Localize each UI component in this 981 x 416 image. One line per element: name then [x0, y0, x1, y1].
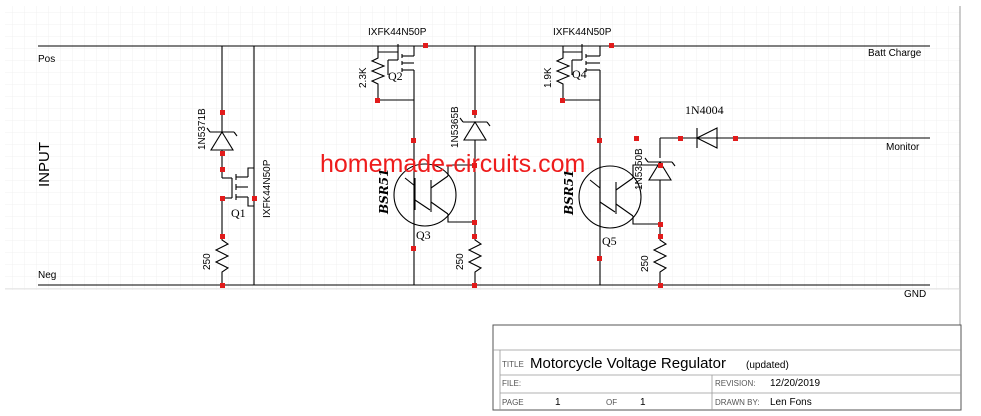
- r2-label: 2.3K: [358, 67, 369, 88]
- grid-background: [5, 6, 960, 290]
- q3-part-label: BSR51: [377, 169, 391, 215]
- watermark-text: homemade-circuits.com: [320, 150, 585, 178]
- q2-part-label: IXFK44N50P: [368, 27, 427, 38]
- neg-label: Neg: [38, 270, 56, 281]
- of-value: 1: [640, 397, 646, 408]
- r4-label: 1.9K: [543, 67, 554, 88]
- of-key: OF: [606, 398, 617, 407]
- page-key: PAGE: [502, 398, 524, 407]
- q1-label: Q1: [231, 206, 246, 220]
- resistor-r5-icon: [652, 236, 668, 285]
- r3-label: 250: [455, 253, 466, 270]
- page-value: 1: [555, 397, 561, 408]
- d3-label: 1N5350B: [634, 148, 645, 190]
- q5-part-label: BSR51: [562, 170, 576, 216]
- input-label: INPUT: [36, 142, 53, 187]
- drawn-by-key: DRAWN BY:: [715, 398, 760, 407]
- junction-dots: [220, 43, 738, 288]
- q1-part-label: IXFK44N50P: [262, 159, 273, 218]
- batt-charge-label: Batt Charge: [868, 48, 922, 59]
- title-key: TITLE: [502, 360, 524, 369]
- resistor-r1-icon: [214, 236, 230, 285]
- transistor-q3-icon: [393, 163, 475, 227]
- monitor-label: Monitor: [886, 142, 920, 153]
- resistor-r3-icon: [467, 236, 483, 285]
- q2-label: Q2: [388, 69, 403, 83]
- stage-3: IXFK44N50P Q4 1.9K: [543, 27, 736, 285]
- mosfet-q4-icon: [562, 44, 601, 100]
- revision-value: 12/20/2019: [770, 378, 820, 389]
- pos-label: Pos: [38, 54, 55, 65]
- drawn-by-value: Len Fons: [770, 397, 812, 408]
- d2-label: 1N5365B: [450, 106, 461, 148]
- q3-label: Q3: [416, 228, 431, 242]
- gnd-label: GND: [904, 289, 926, 300]
- transistor-q5-icon: [578, 164, 660, 229]
- grid-background-lower: [5, 290, 492, 410]
- r1-label: 250: [202, 253, 213, 270]
- d1-label: 1N5371B: [197, 108, 208, 150]
- d4-label: 1N4004: [685, 103, 724, 117]
- revision-key: REVISION:: [715, 379, 755, 388]
- q5-label: Q5: [602, 234, 617, 248]
- q4-label: Q4: [572, 67, 587, 81]
- title-block: TITLE Motorcycle Voltage Regulator (upda…: [492, 324, 962, 411]
- file-key: FILE:: [502, 379, 521, 388]
- mosfet-q2-icon: [377, 44, 415, 100]
- title-note: (updated): [746, 360, 789, 371]
- stage-2: IXFK44N50P Q2 2.3K: [358, 27, 491, 285]
- title-value: Motorcycle Voltage Regulator: [530, 355, 726, 372]
- r5-label: 250: [640, 255, 651, 272]
- q4-part-label: IXFK44N50P: [553, 27, 612, 38]
- resistor-r2-icon: [370, 52, 386, 100]
- resistor-r4-icon: [555, 52, 571, 100]
